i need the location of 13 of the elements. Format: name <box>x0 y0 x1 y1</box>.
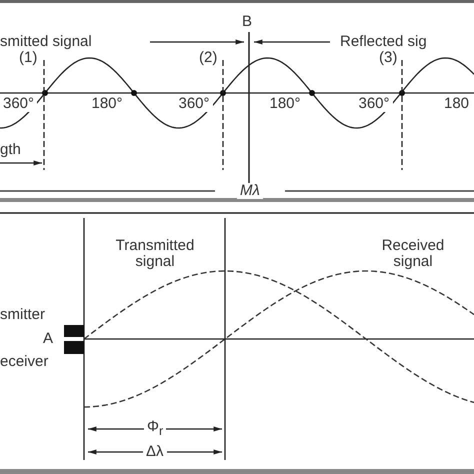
point-label: A <box>43 330 54 347</box>
dimension-label: gth <box>0 142 21 158</box>
dimension-label: Mλ <box>237 182 263 199</box>
signal-label: Transmitted signal <box>114 238 196 270</box>
signal-label: smitted signal <box>0 34 92 50</box>
callout-number: (3) <box>379 50 398 66</box>
signal-label: Received signal <box>380 238 446 270</box>
point-label: B <box>242 14 252 30</box>
callout-number: (1) <box>19 50 38 66</box>
callout-number: (2) <box>199 50 218 66</box>
device-label: eceiver <box>0 354 48 370</box>
signal-label: Reflected sig <box>340 34 427 50</box>
device-label: smitter <box>0 306 45 323</box>
